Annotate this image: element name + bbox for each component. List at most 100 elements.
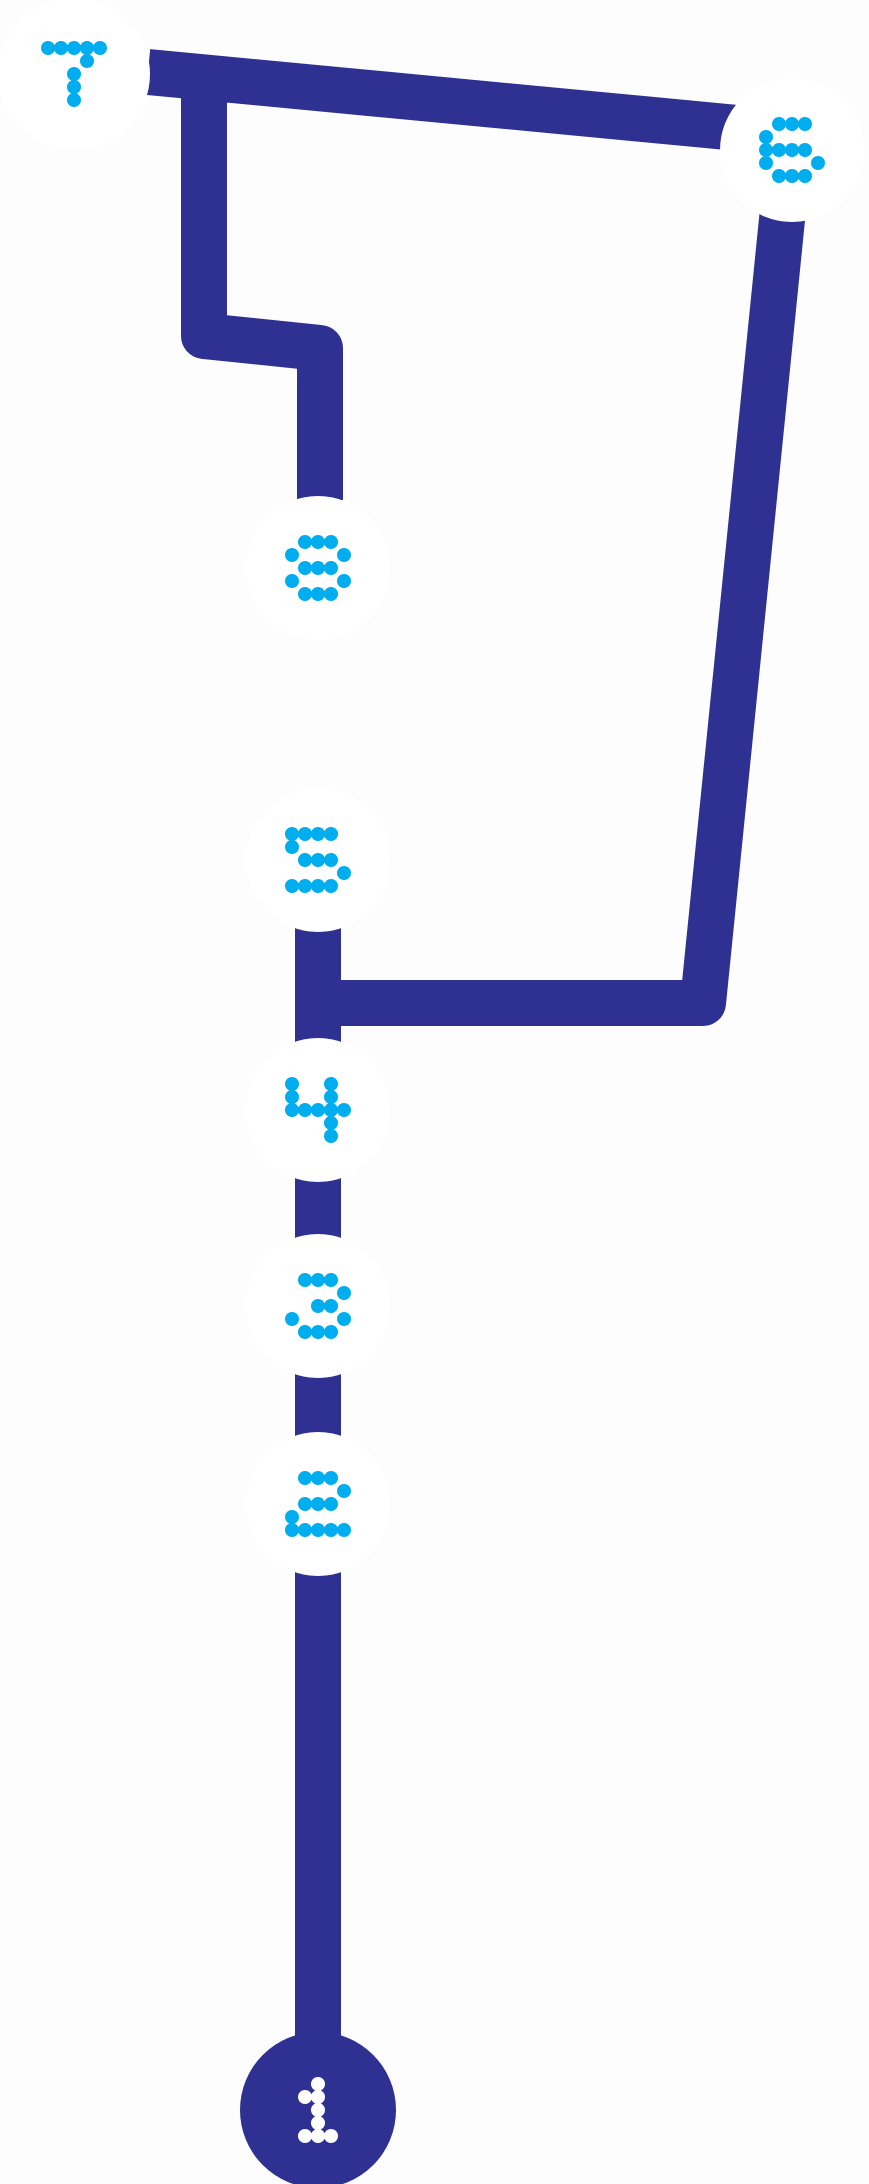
- level-node-1[interactable]: 1: [240, 2032, 396, 2184]
- digit-dot: [311, 827, 325, 841]
- digit-dot: [298, 561, 312, 575]
- digit-dot: [324, 535, 338, 549]
- digit-dot: [324, 1077, 338, 1091]
- digit-dot: [324, 1497, 338, 1511]
- digit-dot: [324, 853, 338, 867]
- digit-dot: [54, 41, 68, 55]
- digit-dot: [298, 879, 312, 893]
- digit-dot: [324, 1471, 338, 1485]
- digit-dot: [41, 41, 55, 55]
- digit-dot: [324, 2129, 338, 2143]
- digit-dot: [337, 1523, 351, 1537]
- track-6-to-7: [145, 49, 793, 156]
- level-node-5[interactable]: 5: [246, 788, 390, 932]
- digit-dot: [337, 1286, 351, 1300]
- digit-dot: [311, 2129, 325, 2143]
- digit-dot: [311, 853, 325, 867]
- digit-dot: [798, 169, 812, 183]
- digit-dot: [324, 1090, 338, 1104]
- level-node-7[interactable]: 7: [0, 0, 150, 150]
- digit-dot: [311, 1497, 325, 1511]
- level-node-2[interactable]: 2: [246, 1432, 390, 1576]
- digit-dot: [324, 1129, 338, 1143]
- dot-digit-6: [759, 117, 825, 183]
- level-node-4[interactable]: 4: [246, 1038, 390, 1182]
- digit-dot: [311, 1273, 325, 1287]
- digit-dot: [337, 1103, 351, 1117]
- level-node-6[interactable]: 6: [720, 78, 864, 222]
- track-junction-to-6: [318, 157, 811, 1026]
- digit-dot: [311, 2103, 325, 2117]
- digit-dot: [311, 1299, 325, 1313]
- dot-digit-1: [298, 2077, 338, 2143]
- digit-dot: [324, 1273, 338, 1287]
- digit-dot: [324, 879, 338, 893]
- digit-dot: [311, 1103, 325, 1117]
- digit-dot: [298, 1523, 312, 1537]
- digit-dot: [311, 1325, 325, 1339]
- digit-dot: [285, 1103, 299, 1117]
- digit-dot: [798, 143, 812, 157]
- digit-dot: [785, 117, 799, 131]
- digit-dot: [285, 1077, 299, 1091]
- dot-digit-8: [285, 535, 351, 601]
- digit-dot: [285, 1523, 299, 1537]
- digit-dot: [298, 1325, 312, 1339]
- digit-dot: [67, 67, 81, 81]
- digit-dot: [772, 143, 786, 157]
- digit-dot: [324, 827, 338, 841]
- dot-digit-7: [41, 41, 107, 107]
- level-node-8[interactable]: 8: [246, 496, 390, 640]
- digit-dot: [324, 561, 338, 575]
- digit-dot: [67, 41, 81, 55]
- digit-dot: [298, 1273, 312, 1287]
- digit-dot: [772, 117, 786, 131]
- digit-dot: [285, 574, 299, 588]
- digit-dot: [285, 1090, 299, 1104]
- digit-dot: [285, 1510, 299, 1524]
- digit-dot: [311, 879, 325, 893]
- digit-dot: [337, 548, 351, 562]
- digit-dot: [80, 54, 94, 68]
- digit-dot: [311, 1471, 325, 1485]
- digit-dot: [324, 1523, 338, 1537]
- digit-dot: [785, 143, 799, 157]
- digit-dot: [285, 548, 299, 562]
- digit-dot: [285, 827, 299, 841]
- digit-dot: [311, 1523, 325, 1537]
- digit-dot: [298, 2090, 312, 2104]
- digit-dot: [798, 117, 812, 131]
- digit-dot: [311, 535, 325, 549]
- dot-digit-5: [285, 827, 351, 893]
- dot-digit-3: [285, 1273, 351, 1339]
- digit-dot: [759, 156, 773, 170]
- digit-dot: [298, 2129, 312, 2143]
- digit-dot: [324, 587, 338, 601]
- digit-dot: [337, 866, 351, 880]
- digit-dot: [811, 156, 825, 170]
- track-7-to-8: [181, 80, 343, 500]
- digit-dot: [337, 1484, 351, 1498]
- digit-dot: [67, 93, 81, 107]
- digit-dot: [285, 840, 299, 854]
- digit-dot: [93, 41, 107, 55]
- digit-dot: [311, 561, 325, 575]
- digit-dot: [311, 587, 325, 601]
- track-layer: [145, 49, 811, 2110]
- digit-dot: [337, 1312, 351, 1326]
- digit-dot: [298, 1471, 312, 1485]
- digit-dot: [285, 1312, 299, 1326]
- digit-dot: [337, 574, 351, 588]
- digit-dot: [298, 827, 312, 841]
- digit-dot: [324, 1103, 338, 1117]
- digit-dot: [80, 41, 94, 55]
- dot-digit-4: [285, 1077, 351, 1143]
- digit-dot: [324, 1116, 338, 1130]
- digit-dot: [311, 2077, 325, 2091]
- digit-dot: [298, 853, 312, 867]
- level-node-3[interactable]: 3: [246, 1234, 390, 1378]
- digit-dot: [67, 80, 81, 94]
- digit-dot: [311, 2090, 325, 2104]
- digit-dot: [759, 130, 773, 144]
